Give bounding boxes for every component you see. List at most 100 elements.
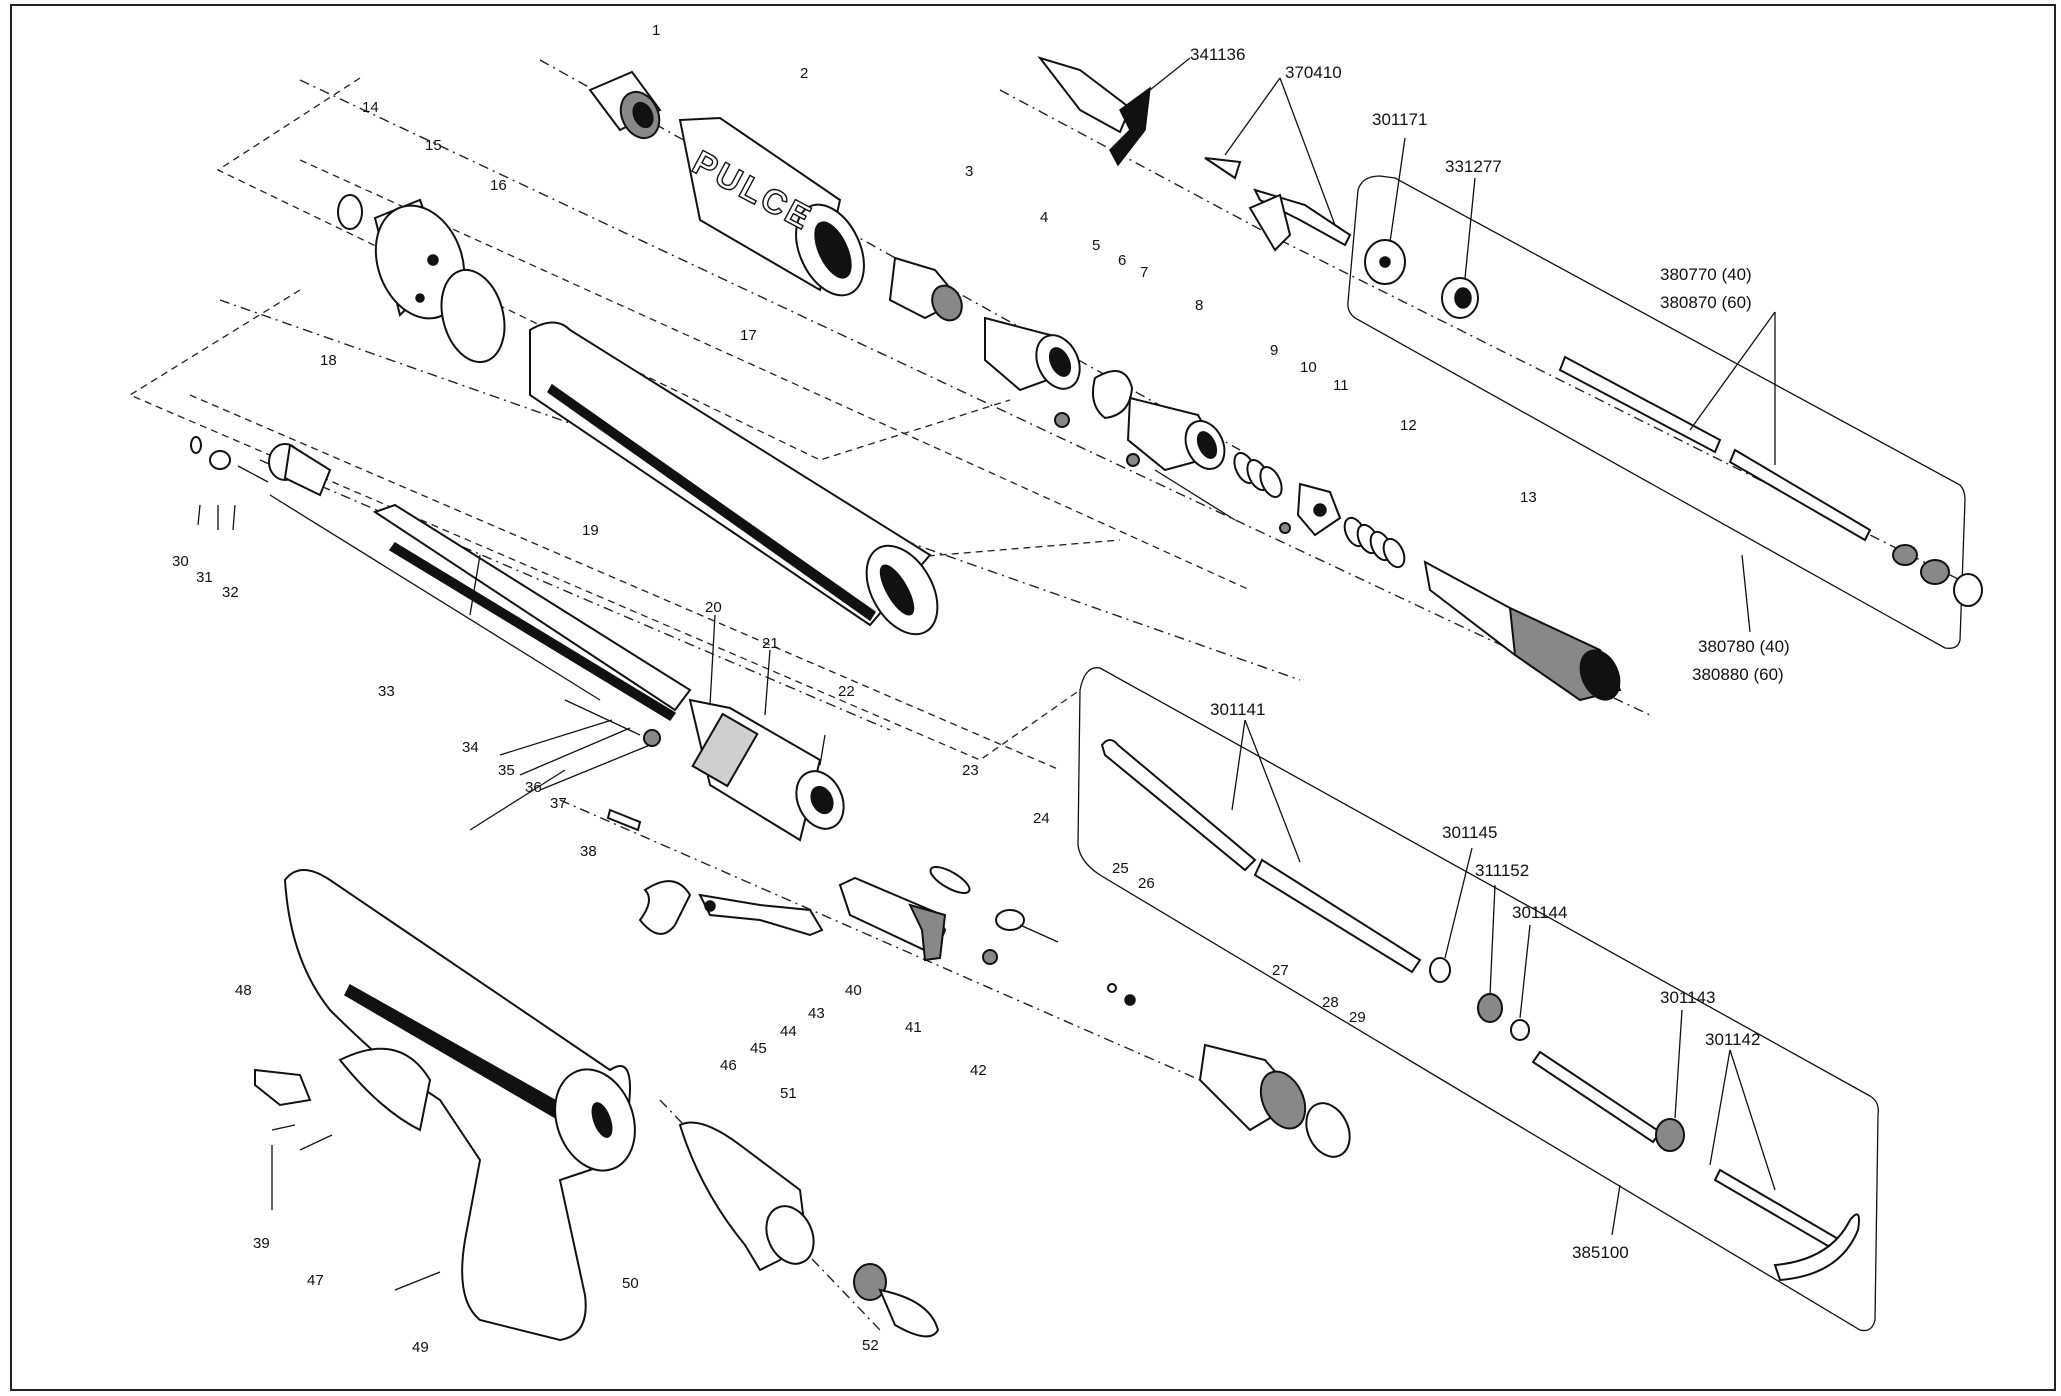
label-42: 42 (970, 1062, 987, 1079)
code-311152: 311152 (1475, 861, 1529, 880)
part-51-striker (678, 1121, 815, 1272)
part-9-spring (1233, 452, 1283, 498)
leader-lines (197, 57, 1776, 1236)
label-50: 50 (622, 1275, 639, 1292)
part-4-sleeve (984, 316, 1081, 392)
part-301145-washer (1429, 957, 1451, 983)
code-331277: 331277 (1445, 157, 1502, 176)
part-341136-arrow-head (1037, 56, 1151, 167)
label-37: 37 (550, 795, 567, 812)
label-39: 39 (253, 1235, 270, 1252)
label-29: 29 (1349, 1009, 1366, 1026)
part-380770-shaft (1558, 355, 1983, 607)
label-1: 1 (652, 22, 660, 39)
label-35: 35 (498, 762, 515, 779)
label-21: 21 (762, 635, 779, 652)
part-5-7-clip-set (1054, 369, 1236, 521)
part-22-pin (819, 734, 826, 766)
code-301144: 301144 (1512, 903, 1567, 922)
label-24: 24 (1033, 810, 1050, 827)
label-41: 41 (905, 1019, 922, 1036)
label-13: 13 (1520, 489, 1537, 506)
drawing-frame (10, 4, 2056, 1391)
code-301142: 301142 (1705, 1030, 1760, 1049)
part-311152-nut (1477, 993, 1503, 1023)
part-8-sleeve (1126, 396, 1226, 472)
label-19: 19 (582, 522, 599, 539)
label-12: 12 (1400, 417, 1417, 434)
label-52: 52 (862, 1337, 879, 1354)
label-26: 26 (1138, 875, 1155, 892)
label-30: 30 (172, 553, 189, 570)
code-380870: 380870 (60) (1660, 293, 1752, 312)
label-17: 17 (740, 327, 757, 344)
code-380770: 380770 (40) (1660, 265, 1752, 284)
code-341136: 341136 (1190, 45, 1245, 64)
label-10: 10 (1300, 359, 1317, 376)
part-18-valve (268, 443, 332, 497)
label-8: 8 (1195, 297, 1203, 314)
part-301142-t-handle (1713, 1168, 1860, 1282)
label-18: 18 (320, 352, 337, 369)
label-7: 7 (1140, 264, 1148, 281)
part-45-hook (638, 880, 692, 935)
part-32-spring (237, 465, 269, 483)
label-4: 4 (1040, 209, 1048, 226)
part-2-pulce-sleeve: PULCE (678, 116, 865, 297)
label-38: 38 (580, 843, 597, 860)
label-6: 6 (1118, 252, 1126, 269)
part-48-bracket (254, 1068, 441, 1291)
label-33: 33 (378, 683, 395, 700)
label-40: 40 (845, 982, 862, 999)
label-25: 25 (1112, 860, 1129, 877)
label-11: 11 (1333, 377, 1349, 394)
part-40-sear (838, 876, 947, 962)
code-301145: 301145 (1442, 823, 1497, 842)
part-10-collar (1279, 482, 1342, 537)
part-301144-ring (1510, 1019, 1530, 1041)
part-12-spring (1343, 516, 1406, 569)
label-31: 31 (196, 569, 213, 586)
part-301143-rod (1531, 1050, 1685, 1152)
part-331277-nut (1441, 277, 1479, 319)
part-301171-nut (1364, 239, 1406, 285)
label-44: 44 (780, 1023, 797, 1040)
label-14: 14 (362, 99, 379, 116)
label-34: 34 (462, 739, 479, 756)
part-301141-shaft (1100, 739, 1422, 974)
label-46: 46 (720, 1057, 737, 1074)
code-385100: 385100 (1572, 1243, 1629, 1262)
part-370410-harpoon-tip (1204, 157, 1352, 252)
part-34-37-spring-set (564, 699, 661, 832)
part-20-receiver (688, 698, 845, 842)
label-20: 20 (705, 599, 722, 616)
code-380780: 380780 (40) (1698, 637, 1790, 656)
label-9: 9 (1270, 342, 1278, 359)
part-15-end-cap (373, 198, 466, 320)
part-41-spring (929, 866, 971, 894)
part-14-oring (337, 194, 363, 230)
part-52-swivel (853, 1263, 940, 1338)
label-5: 5 (1092, 237, 1100, 254)
part-code-labels: 341136 370410 301171 331277 380770 (40) … (1190, 45, 1790, 1262)
label-51: 51 (780, 1085, 797, 1102)
kit-frame-lower-right (1077, 667, 1879, 1332)
label-2: 2 (800, 65, 808, 82)
code-301143: 301143 (1660, 988, 1715, 1007)
label-43: 43 (808, 1005, 825, 1022)
label-3: 3 (965, 163, 973, 180)
label-47: 47 (307, 1272, 324, 1289)
code-370410: 370410 (1285, 63, 1342, 82)
label-36: 36 (525, 779, 542, 796)
kit-frame-upper-right (1347, 175, 1966, 649)
code-301171: 301171 (1372, 110, 1427, 129)
label-32: 32 (222, 584, 239, 601)
label-15: 15 (425, 137, 442, 154)
part-1-barrel-nut (588, 70, 662, 140)
label-22: 22 (838, 683, 855, 700)
part-coupling (1198, 1043, 1351, 1158)
part-number-labels: 1 2 3 4 5 6 7 8 9 10 11 12 13 14 15 16 1… (172, 22, 1537, 1356)
label-27: 27 (1272, 962, 1289, 979)
code-380880: 380880 (60) (1692, 665, 1784, 684)
